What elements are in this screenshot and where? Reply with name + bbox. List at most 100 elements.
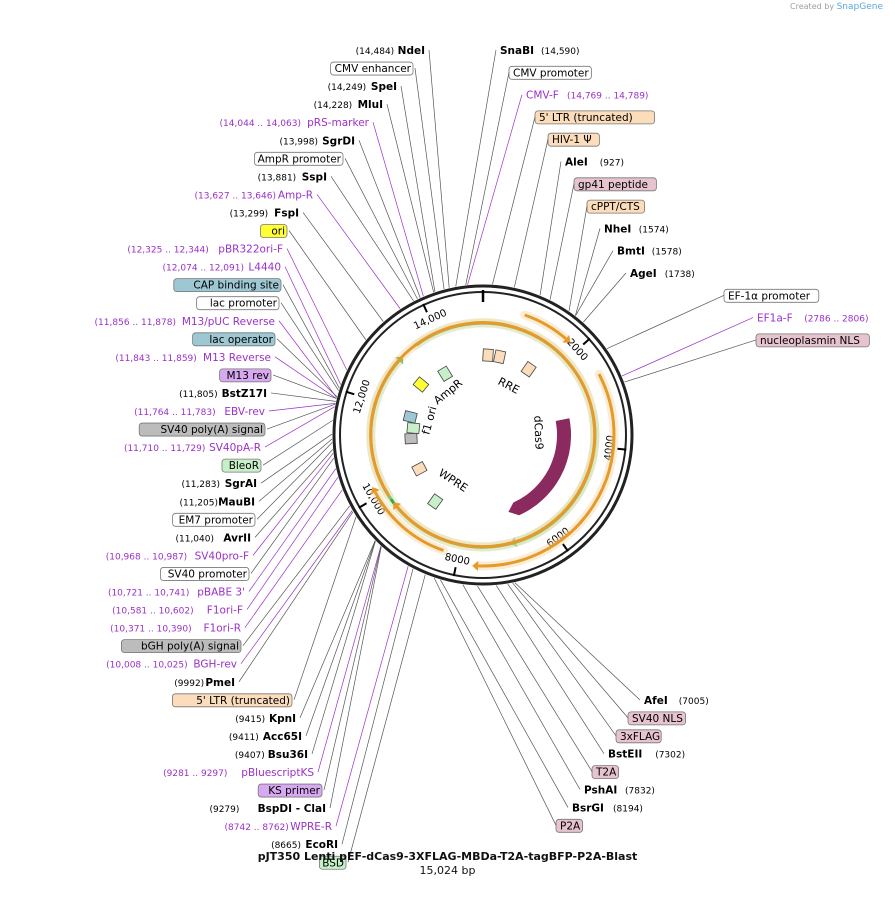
svg-text:(11,710 .. 11,729): (11,710 .. 11,729) — [124, 444, 205, 454]
svg-text:(7832): (7832) — [625, 787, 655, 797]
svg-text:SpeI: SpeI — [371, 81, 397, 93]
feature-label-pmei: PmeI(9992) — [174, 511, 354, 689]
svg-text:pRS-marker: pRS-marker — [307, 117, 370, 129]
svg-text:SgrDI: SgrDI — [322, 135, 355, 147]
feature-label-ks-primer: KS primer — [257, 546, 382, 798]
svg-text:SspI: SspI — [302, 171, 327, 183]
feature-label-5-ltr-truncated: 5' LTR (truncated) — [492, 110, 655, 285]
snapgene-logo: SnapGene — [836, 2, 883, 12]
ruler-tick-6000 — [561, 543, 569, 552]
svg-text:BsrGI: BsrGI — [572, 802, 604, 814]
feature-label-snabi: SnaBI(14,590) — [455, 45, 580, 287]
svg-text:(13,627 .. 13,646): (13,627 .. 13,646) — [195, 191, 276, 201]
plasmid-size: 15,024 bp — [419, 864, 476, 877]
feature-label-sgrdi: SgrDI(13,998) — [279, 135, 421, 298]
svg-text:(8194): (8194) — [613, 804, 643, 814]
feature-label-bleor: BleoR — [221, 420, 333, 473]
ruler-tick-4000 — [617, 447, 627, 451]
svg-text:AmpR promoter: AmpR promoter — [258, 153, 342, 165]
svg-text:MluI: MluI — [358, 99, 383, 111]
ruler-tick-2000 — [582, 337, 591, 346]
svg-text:(11,805): (11,805) — [179, 390, 218, 400]
svg-text:(11,205): (11,205) — [179, 498, 218, 508]
feature-label-m13-rev: M13 rev — [219, 368, 337, 399]
feature-label-ecori: EcoRI(8665) — [271, 568, 414, 851]
svg-text:SV40 NLS: SV40 NLS — [632, 713, 683, 725]
feature-label-cmv-f: CMV-F(14,769 .. 14,789) — [467, 90, 648, 285]
orf-arc-bottom-left — [373, 491, 444, 552]
feature-label-cap-binding-site: CAP binding site — [173, 278, 340, 389]
svg-text:F1ori-R: F1ori-R — [204, 623, 241, 635]
svg-text:(927): (927) — [600, 159, 624, 169]
inner-label-wpre: WPRE — [436, 466, 470, 495]
svg-text:(8742 .. 8762): (8742 .. 8762) — [225, 823, 289, 833]
backbone-inner-ring — [339, 291, 627, 579]
feature-label-bstz17i: BstZ17I(11,805) — [179, 388, 336, 402]
ori-block — [412, 376, 430, 393]
svg-text:KpnI: KpnI — [269, 713, 296, 725]
svg-text:NdeI: NdeI — [398, 45, 425, 57]
feature-label-pbabe-3: pBABE 3'(10,721 .. 10,741) — [108, 468, 337, 599]
svg-text:AfeI: AfeI — [644, 695, 668, 707]
dcas9-feature — [508, 418, 571, 516]
feature-label-f1ori-f: F1ori-F (10,581 .. 10,602) — [112, 476, 339, 617]
svg-text:(14,590): (14,590) — [541, 47, 580, 57]
svg-text:BmtI: BmtI — [617, 246, 645, 258]
feature-label-p2a: P2A — [433, 577, 584, 833]
feature-label-kpni: KpnI(9415) — [235, 540, 376, 725]
feature-label-m13-reverse: M13 Reverse(11,843 .. 11,859) — [115, 352, 337, 399]
svg-text:(9992): (9992) — [174, 679, 204, 689]
feature-label-agei: AgeI(1738) — [583, 268, 695, 323]
feature-label-5-ltr-truncated: 5' LTR (truncated) — [171, 516, 357, 708]
feature-label-bsteii: BstEII(7302) — [495, 585, 685, 761]
svg-text:(9407): (9407) — [235, 751, 265, 761]
orf-arc-small — [369, 321, 597, 549]
feature-label-afei: AfeI(7005) — [514, 582, 709, 707]
ruler-label-8000: 8000 — [444, 552, 471, 568]
feature-label-amp-r: Amp-R(13,627 .. 13,646) — [195, 189, 401, 309]
feature-label-bgh-rev: BGH-rev(10,008 .. 10,025) — [106, 510, 353, 671]
svg-text:(11,843 .. 11,859): (11,843 .. 11,859) — [115, 354, 196, 364]
feature-label-bsd: BSD — [318, 574, 426, 870]
svg-text:lac operator: lac operator — [209, 334, 273, 346]
feature-label-bsrgi: BsrGI (8194) — [440, 579, 643, 814]
feature-label-pshai: PshAI(7832) — [462, 584, 655, 797]
svg-text:(13,881): (13,881) — [258, 173, 297, 183]
orf-arc-bottom-left-arrowhead — [370, 486, 380, 495]
snapgene-credit: Created by SnapGene — [790, 2, 883, 12]
feature-label-ori: ori — [259, 224, 367, 340]
feature-label-bgh-poly-a-signal: bGH poly(A) signal — [121, 505, 350, 654]
feature-label-alei: AleI(927) — [539, 157, 624, 296]
svg-text:KS primer: KS primer — [268, 785, 320, 797]
svg-text:(10,581 .. 10,602): (10,581 .. 10,602) — [112, 607, 193, 617]
svg-text:WPRE-R: WPRE-R — [290, 821, 332, 833]
svg-text:BstEII: BstEII — [608, 749, 642, 761]
svg-text:(9411): (9411) — [229, 733, 259, 743]
svg-text:SV40pA-R: SV40pA-R — [209, 442, 261, 454]
svg-text:BGH-rev: BGH-rev — [193, 659, 237, 671]
feature-label-f1ori-r: F1ori-R(10,371 .. 10,390) — [110, 489, 343, 635]
svg-text:F1ori-F: F1ori-F — [207, 605, 243, 617]
svg-text:MauBI: MauBI — [218, 496, 255, 508]
ruler-tick-8000 — [452, 566, 457, 577]
feature-label-sspi: SspI (13,881) — [258, 171, 414, 302]
svg-text:(11,856 .. 11,878): (11,856 .. 11,878) — [95, 318, 176, 328]
feature-label-sv40pro-f: SV40pro-F(10,968 .. 10,987) — [106, 453, 334, 562]
ruler-tick-10-000 — [358, 502, 368, 509]
orf-arc-top-arrowhead — [562, 334, 571, 343]
feature-label-bmti: BmtI(1578) — [575, 246, 682, 316]
feature-label-wpre-r: WPRE-R(8742 .. 8762) — [225, 566, 409, 833]
feature-label-sv40-nls: SV40 NLS — [512, 582, 686, 726]
svg-text:5' LTR (truncated): 5' LTR (truncated) — [196, 695, 290, 707]
feature-label-ebv-rev: EBV-rev(11,764 .. 11,783) — [134, 402, 336, 418]
svg-text:EF-1α promoter: EF-1α promoter — [728, 290, 811, 302]
bleo-block — [406, 422, 421, 435]
svg-text:(10,968 .. 10,987): (10,968 .. 10,987) — [106, 552, 187, 562]
svg-text:(12,325 .. 12,344): (12,325 .. 12,344) — [127, 246, 208, 256]
svg-text:SgrAI: SgrAI — [225, 478, 257, 490]
svg-text:nucleoplasmin NLS: nucleoplasmin NLS — [760, 335, 860, 347]
svg-text:SV40 poly(A) signal: SV40 poly(A) signal — [160, 424, 263, 436]
feature-label-cmv-promoter: CMV promoter — [465, 65, 592, 286]
svg-text:PmeI: PmeI — [205, 677, 235, 689]
plasmid-name: pJT350 Lenti pEF-dCas9-3XFLAG-MBDa-T2A-t… — [257, 850, 638, 863]
